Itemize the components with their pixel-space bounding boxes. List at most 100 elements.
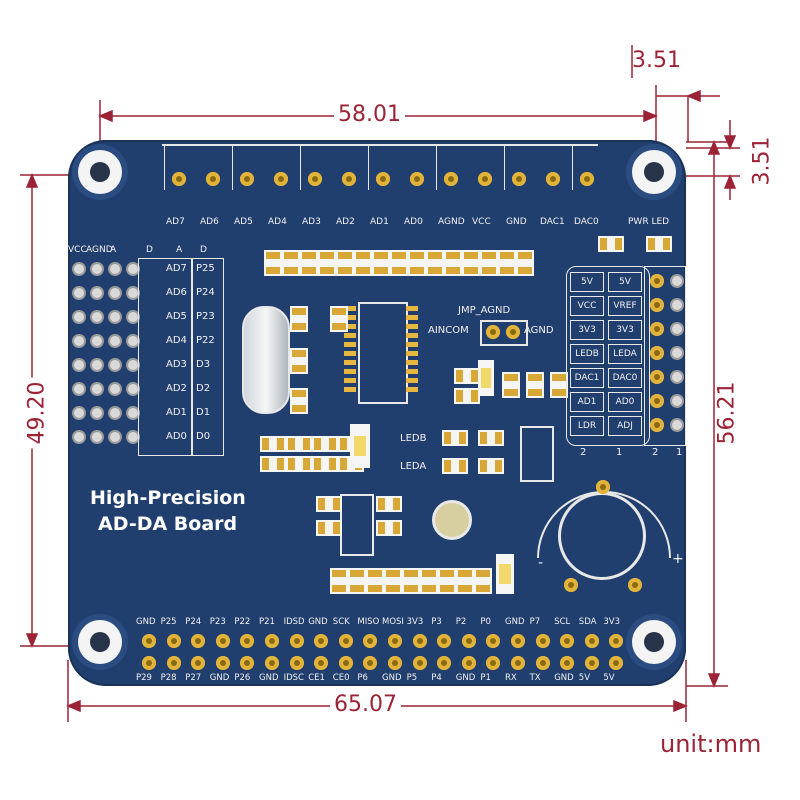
gpio-pad [142, 634, 156, 648]
gpio-top-label: MOSI [382, 617, 404, 627]
left-ad-label: AD5 [166, 311, 187, 322]
mounting-hole-bottom-left [78, 620, 122, 664]
gpio-pad [388, 656, 402, 670]
left-header-pin [128, 408, 138, 418]
chip-pin [344, 369, 356, 374]
jumper-pin-2 [506, 325, 520, 339]
smd-c4 [330, 306, 348, 332]
gpio-pad [240, 656, 255, 670]
gpio-top-label: P25 [160, 617, 177, 627]
top-header-label: AD6 [200, 217, 219, 227]
top-smd [408, 250, 426, 276]
right-box-label: AD1 [570, 392, 604, 412]
gpio-bottom-label: P4 [431, 673, 442, 683]
gpio-pad [437, 634, 452, 648]
mounting-hole-top-left [78, 150, 122, 194]
right-box-label: 3V3 [608, 320, 642, 340]
top-smd [516, 250, 534, 276]
adc-chip [358, 302, 408, 404]
lower-smd [260, 436, 286, 452]
smd-la2 [478, 458, 504, 474]
left-col-label: AGND [86, 245, 113, 255]
top-header-label: AD7 [166, 217, 185, 227]
right-box-label: ADJ [608, 416, 642, 436]
gpio-pad [461, 634, 476, 648]
gpio-bottom-label: P26 [234, 673, 251, 683]
smd-m1 [454, 368, 480, 384]
left-header-pin [128, 432, 138, 442]
chip-pin [406, 333, 418, 338]
gpio-top-label: P21 [259, 617, 275, 627]
gpio-pad [461, 656, 476, 670]
gpio-pad [535, 634, 550, 648]
gpio-top-label: P3 [431, 617, 442, 627]
gpio-top-label: GND [136, 617, 156, 627]
right-box-label: 5V [570, 272, 604, 292]
gpio-pad [338, 656, 353, 670]
top-terminal-pad [240, 172, 254, 186]
gpio-top-label: P24 [185, 617, 202, 627]
top-header-label: AD5 [234, 217, 253, 227]
left-header-pin [128, 360, 138, 370]
right-box-label: 5V [608, 272, 642, 292]
smd-d4 [376, 520, 402, 536]
top-terminal-pad [580, 172, 594, 186]
gpio-bottom-label: GND [259, 673, 279, 683]
right-box-label: VCC [570, 296, 604, 316]
pwr-smd [598, 236, 624, 252]
left-header-pin [110, 408, 120, 418]
gpio-top-label: MISO [357, 617, 380, 627]
gpio-top-label: P2 [455, 617, 467, 627]
smd-d2 [316, 520, 342, 536]
left-label-box [138, 258, 192, 456]
gpio-top-label: IDSD [283, 617, 305, 627]
gpio-bottom-label: CE0 [332, 673, 350, 683]
smd-m2 [454, 388, 480, 404]
chip-pin [344, 360, 356, 365]
top-smd [300, 250, 318, 276]
gpio-top-label: P23 [209, 617, 226, 627]
dim-bottom-width: 65.07 [330, 694, 401, 716]
led-smd [646, 236, 672, 252]
left-d-box [192, 258, 224, 456]
right-pin-box [644, 266, 686, 446]
top-terminal-pad [206, 172, 220, 186]
left-col-label: D [146, 245, 153, 255]
right-header-pin [672, 324, 682, 334]
gpio-pad [609, 656, 624, 670]
top-smd [282, 250, 300, 276]
gpio-pad [166, 656, 181, 670]
left-ad-label: AD0 [166, 431, 187, 442]
terminal-divider [572, 146, 573, 190]
left-header-pin [74, 336, 84, 346]
chip-pin [406, 324, 418, 329]
top-smd [444, 250, 462, 276]
gpio-pad [511, 634, 525, 648]
board-title-line2: AD-DA Board [98, 513, 238, 535]
pot-pin-top [596, 480, 610, 494]
left-header-pin [92, 288, 102, 298]
terminal-divider [300, 146, 301, 190]
gpio-pad [486, 634, 501, 648]
gpio-pad [265, 634, 279, 648]
right-header-pin [672, 276, 682, 286]
dim-left-height: 49.20 [24, 377, 49, 449]
left-header-pin [92, 432, 102, 442]
left-header-pin [110, 288, 120, 298]
left-header-pin [92, 360, 102, 370]
top-header-label: AGND [438, 217, 465, 227]
gpio-top-label: SDA [578, 617, 597, 627]
gpio-bottom-label: 5V [603, 673, 615, 683]
jumper-title: JMP_AGND [458, 305, 511, 316]
gpio-pad [166, 634, 181, 648]
gpio-pad [511, 656, 525, 670]
left-header-pin [74, 312, 84, 322]
gpio-bottom-label: CE1 [308, 673, 325, 683]
left-header-pin [74, 264, 84, 274]
gpio-pad [388, 634, 402, 648]
right-header-pin [672, 372, 682, 382]
gpio-top-label: GND [505, 617, 525, 627]
resistor-array [520, 426, 554, 482]
top-terminal-pad [512, 172, 526, 186]
top-smd [318, 250, 336, 276]
